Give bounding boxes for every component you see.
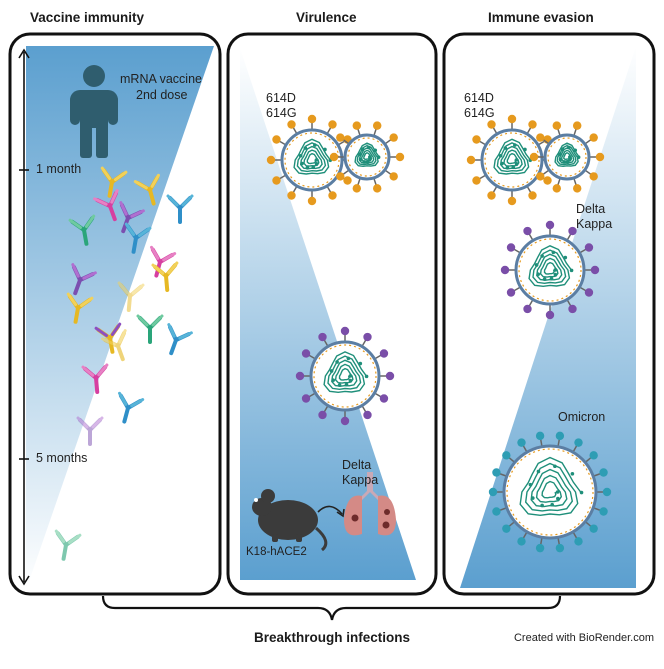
virus-group bbox=[466, 114, 612, 553]
panel-title-virulence: Virulence bbox=[296, 10, 357, 25]
antibody-icon bbox=[101, 329, 127, 362]
person-icon bbox=[70, 65, 118, 158]
antibody-icon bbox=[167, 323, 193, 356]
variant-label-kappa: Kappa bbox=[576, 217, 613, 231]
variant-label-614d: 614D bbox=[464, 91, 494, 105]
antibody-icon bbox=[100, 166, 128, 198]
virus-group bbox=[266, 114, 405, 426]
antibody-icon bbox=[76, 416, 104, 446]
arrow-icon bbox=[317, 505, 345, 518]
variant-label-614g: 614G bbox=[464, 106, 495, 120]
antibody-icon bbox=[54, 529, 82, 561]
antibody-icon bbox=[150, 245, 177, 278]
variant-label-delta: Delta bbox=[576, 202, 606, 216]
mouse-icon bbox=[252, 489, 328, 552]
antibody-icon bbox=[124, 222, 152, 254]
antibody-icon bbox=[117, 281, 145, 312]
virus-icon bbox=[266, 114, 358, 206]
antibody-icon bbox=[151, 261, 179, 292]
variant-label-614g: 614G bbox=[266, 106, 297, 120]
virus-icon bbox=[500, 220, 600, 320]
antibody-icon bbox=[66, 292, 94, 324]
vaccine-label-line2: 2nd dose bbox=[136, 88, 188, 102]
vaccine-label-line1: mRNA vaccine bbox=[120, 72, 202, 86]
variant-label-omicron: Omicron bbox=[558, 410, 606, 424]
panel-evasion bbox=[442, 32, 656, 596]
antibody-icon bbox=[118, 391, 145, 424]
virus-icon bbox=[529, 121, 605, 193]
gradient-wedge bbox=[26, 46, 214, 590]
antibody-cluster bbox=[54, 166, 194, 561]
antibody-icon bbox=[71, 263, 97, 296]
time-axis bbox=[18, 48, 30, 586]
panel-title-evasion: Immune evasion bbox=[488, 10, 594, 25]
mouse-model-label: K18-hACE2 bbox=[246, 546, 307, 558]
variant-label-delta: Delta bbox=[342, 458, 372, 472]
antibody-icon bbox=[68, 214, 96, 246]
breakthrough-infections-label: Breakthrough infections bbox=[253, 630, 410, 645]
tick-label-1-month: 1 month bbox=[36, 162, 82, 176]
panel-virulence bbox=[226, 32, 438, 596]
antibody-icon bbox=[133, 173, 160, 206]
virus-icon bbox=[295, 326, 395, 426]
tick-label-5-months: 5 months bbox=[36, 451, 88, 465]
variant-label-kappa: Kappa bbox=[342, 473, 379, 487]
lungs-icon bbox=[344, 472, 396, 536]
panel-vaccine bbox=[8, 32, 222, 596]
variant-label-614d: 614D bbox=[266, 91, 296, 105]
virus-icon bbox=[488, 431, 612, 553]
antibody-icon bbox=[166, 194, 194, 224]
virus-icon bbox=[329, 121, 405, 193]
gradient-wedge bbox=[240, 48, 416, 580]
panel-title-vaccine: Vaccine immunity bbox=[30, 10, 145, 25]
antibody-icon bbox=[81, 363, 109, 394]
antibody-icon bbox=[93, 189, 119, 222]
biorender-credit: Created with BioRender.com bbox=[513, 632, 654, 644]
antibody-icon bbox=[136, 314, 164, 344]
brace-icon bbox=[101, 595, 562, 621]
